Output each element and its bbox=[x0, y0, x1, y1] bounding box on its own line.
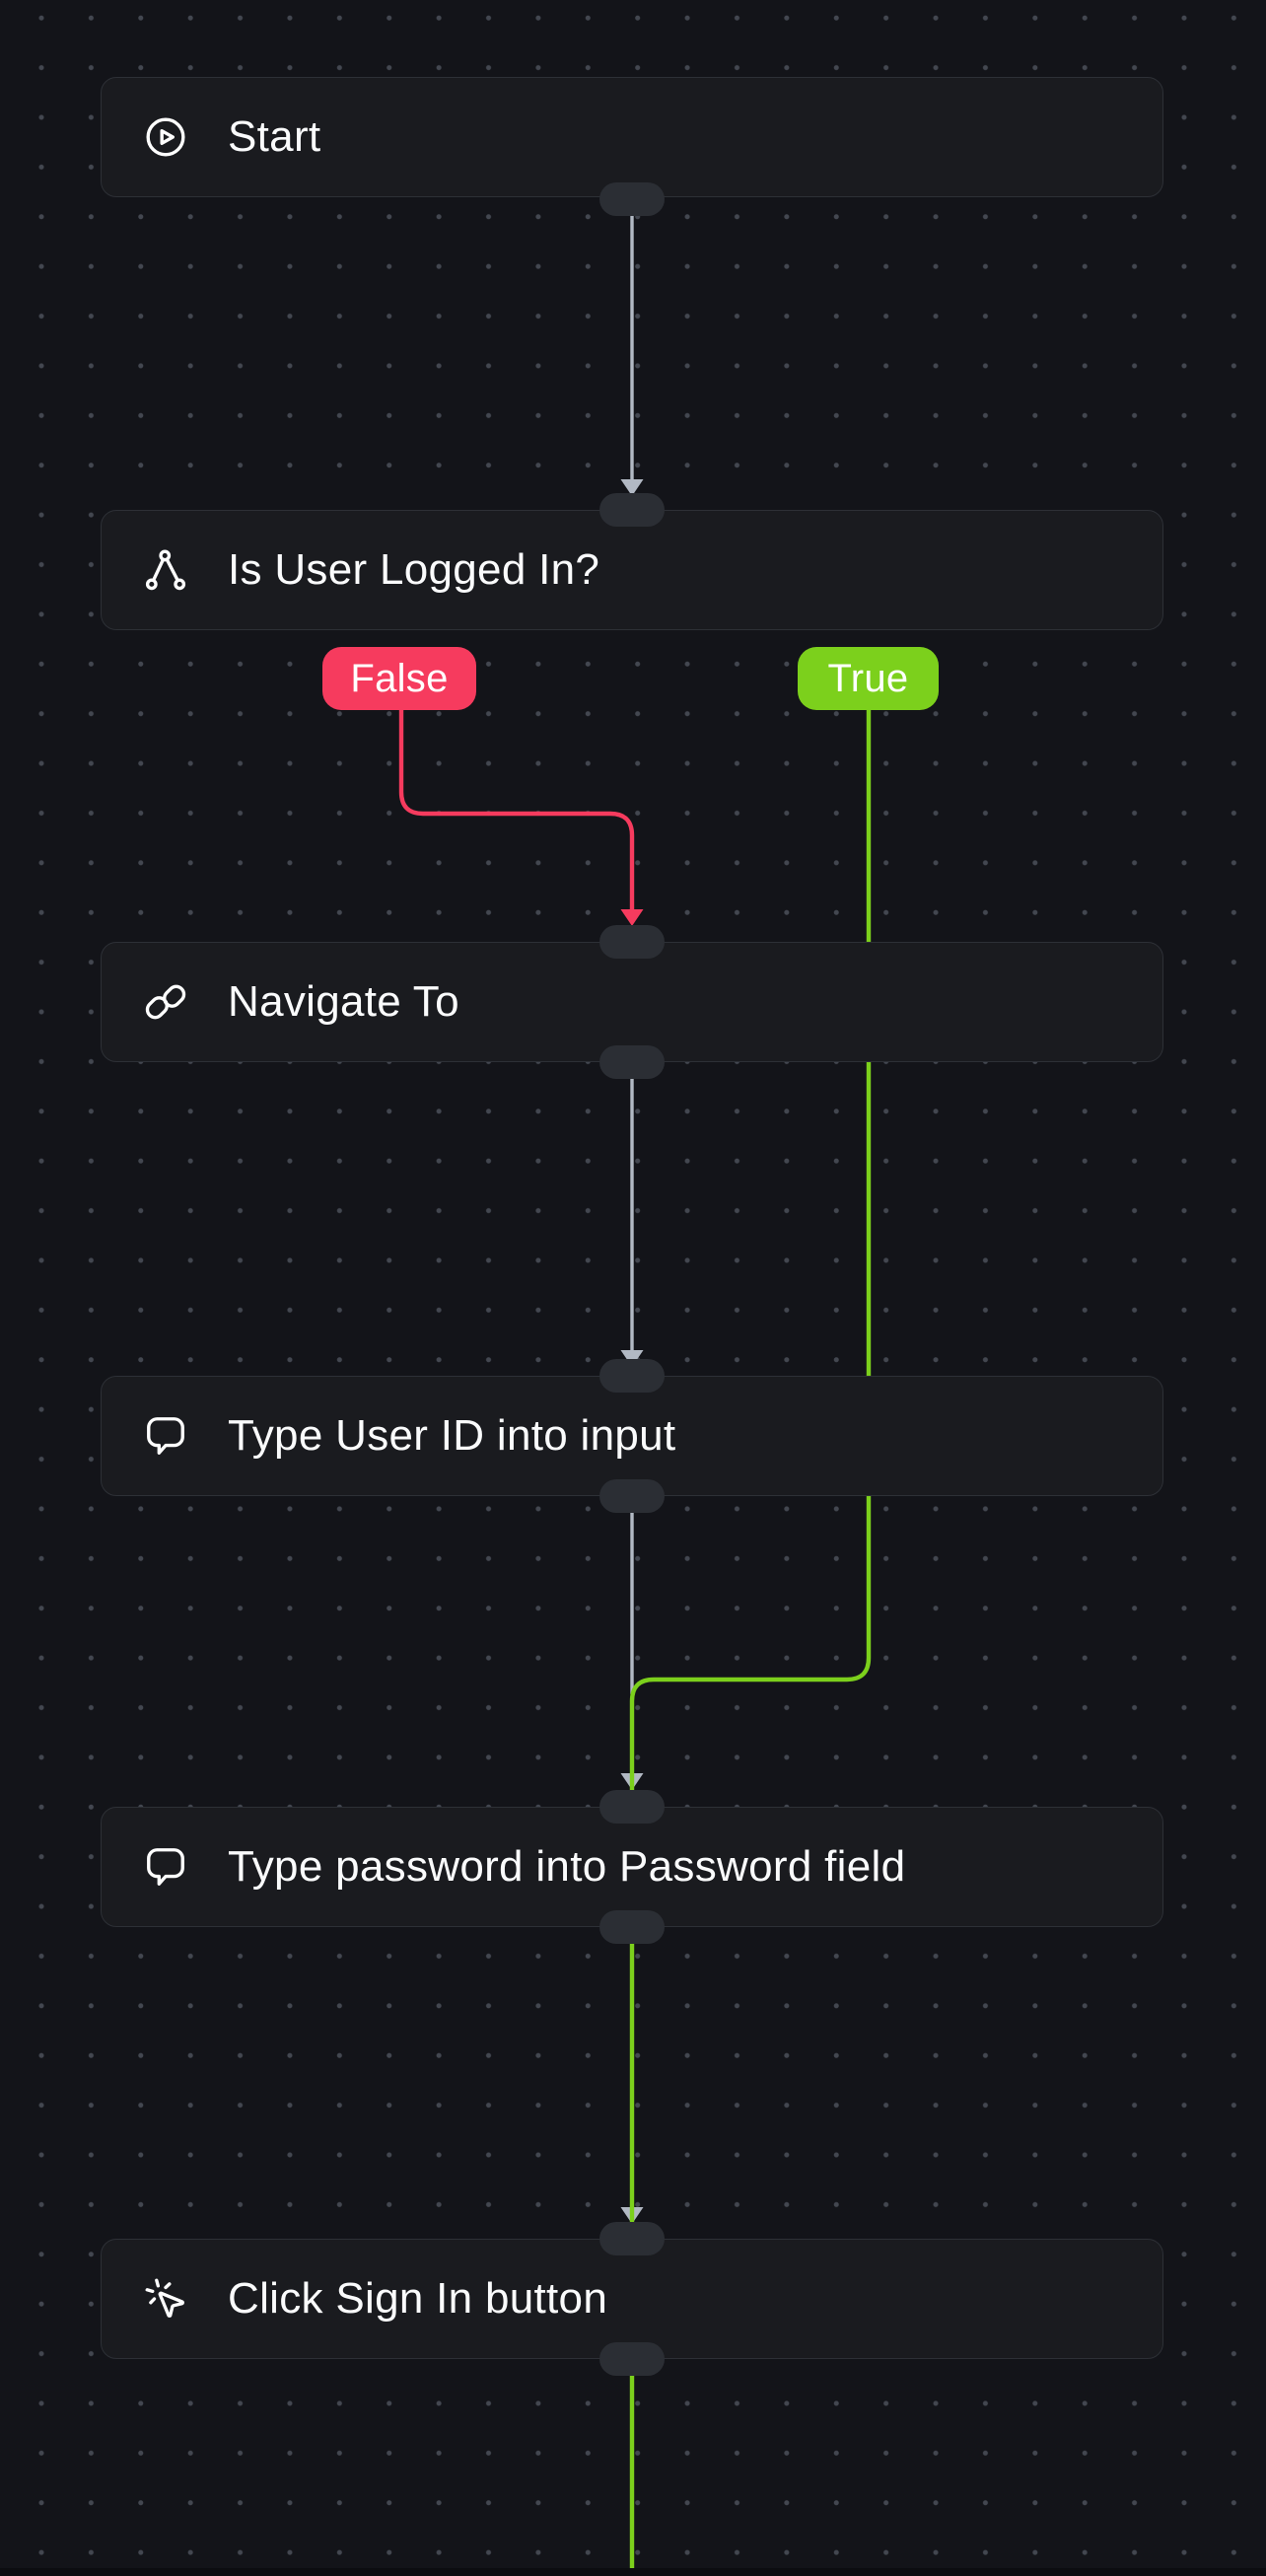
arrowhead-pink bbox=[620, 909, 644, 926]
handle-click-sign-in-top[interactable] bbox=[599, 2222, 665, 2255]
edge-false-branch[interactable] bbox=[398, 690, 635, 909]
handle-type-user-id-bottom[interactable] bbox=[599, 1479, 665, 1513]
handle-type-password-bottom[interactable] bbox=[599, 1910, 665, 1944]
link-icon bbox=[143, 979, 188, 1025]
node-label: Is User Logged In? bbox=[228, 545, 600, 594]
edge-true-branch[interactable] bbox=[629, 690, 872, 1791]
play-circle-icon bbox=[143, 114, 188, 160]
handle-navigate-bottom[interactable] bbox=[599, 1045, 665, 1079]
edge-label-true[interactable]: True bbox=[798, 647, 939, 710]
handle-start-bottom[interactable] bbox=[599, 182, 665, 216]
handle-type-password-top[interactable] bbox=[599, 1790, 665, 1824]
branch-split-icon bbox=[143, 547, 188, 593]
edge-label-false[interactable]: False bbox=[322, 647, 476, 710]
node-label: Click Sign In button bbox=[228, 2274, 608, 2323]
arrowhead-gray bbox=[620, 1350, 644, 1367]
node-type-user-id[interactable]: Type User ID into input bbox=[101, 1376, 1163, 1496]
handle-navigate-top[interactable] bbox=[599, 925, 665, 959]
node-label: Type password into Password field bbox=[228, 1842, 906, 1891]
node-start[interactable]: Start bbox=[101, 77, 1163, 197]
handle-type-user-id-top[interactable] bbox=[599, 1359, 665, 1393]
cursor-click-icon bbox=[143, 2276, 188, 2322]
node-type-password[interactable]: Type password into Password field bbox=[101, 1807, 1163, 1927]
node-navigate-to[interactable]: Navigate To bbox=[101, 942, 1163, 1062]
node-label: Navigate To bbox=[228, 977, 459, 1026]
handle-condition-top[interactable] bbox=[599, 493, 665, 527]
chat-bubble-icon bbox=[143, 1844, 188, 1890]
node-label: Start bbox=[228, 112, 321, 161]
node-condition[interactable]: Is User Logged In? bbox=[101, 510, 1163, 630]
chat-bubble-icon bbox=[143, 1413, 188, 1459]
arrowhead-gray bbox=[620, 479, 644, 496]
handle-click-sign-in-bottom[interactable] bbox=[599, 2342, 665, 2376]
node-click-sign-in[interactable]: Click Sign In button bbox=[101, 2239, 1163, 2359]
node-label: Type User ID into input bbox=[228, 1411, 676, 1460]
bottom-edge-strip bbox=[0, 2568, 1266, 2576]
